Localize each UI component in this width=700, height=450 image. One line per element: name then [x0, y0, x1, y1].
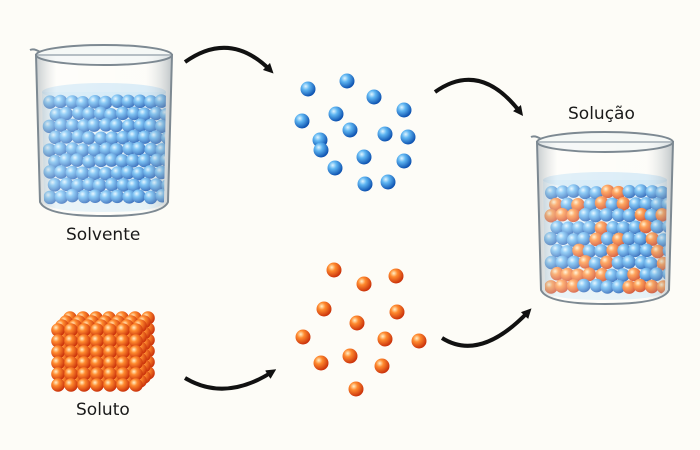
- solvent-particle: [356, 149, 372, 165]
- solute-particle: [374, 358, 390, 374]
- solute-crystal-particle: [103, 378, 117, 392]
- solute-crystal-particle: [64, 367, 78, 381]
- solute-crystal-particle: [129, 367, 143, 381]
- dispersed-solvent-particles: [294, 73, 416, 192]
- solute-crystal-particle: [51, 334, 65, 348]
- solute-crystal-particle: [77, 323, 91, 337]
- beaker-glass: [530, 131, 675, 306]
- solute-crystal-particle: [116, 345, 130, 359]
- solute-crystal-particle: [116, 378, 130, 392]
- solute-crystal-particle: [103, 334, 117, 348]
- arrow-solute-to-particles: [183, 369, 277, 391]
- solute-crystal-particle: [129, 345, 143, 359]
- solute-crystal-particle: [77, 334, 91, 348]
- solute-crystal-particle: [90, 345, 104, 359]
- solvent-particle: [342, 122, 358, 138]
- solute-crystal-particle: [90, 323, 104, 337]
- solvent-particle: [396, 153, 412, 169]
- solute-particle: [295, 329, 311, 345]
- solute-crystal: [51, 311, 155, 392]
- solvent-particle: [396, 102, 412, 118]
- solute-crystal-particle: [64, 378, 78, 392]
- solute-particle: [411, 333, 427, 349]
- solute-crystal-particle: [90, 334, 104, 348]
- solute-crystal-particle: [116, 323, 130, 337]
- solute-crystal-particle: [51, 356, 65, 370]
- solute-crystal-particle: [77, 356, 91, 370]
- solute-crystal-particle: [51, 323, 65, 337]
- solute-particle: [356, 276, 372, 292]
- solvent-particle: [377, 126, 393, 142]
- solute-crystal-particle: [103, 356, 117, 370]
- solute-particle: [388, 268, 404, 284]
- solvent-particle: [366, 89, 382, 105]
- solute-particle: [316, 301, 332, 317]
- solute-crystal-particle: [129, 323, 143, 337]
- solute-crystal-particle: [51, 378, 65, 392]
- solute-crystal-particle: [129, 378, 143, 392]
- arrow-solvent-particles-to-solution: [433, 77, 524, 116]
- solvent-particle: [357, 176, 373, 192]
- solute-crystal-particle: [64, 323, 78, 337]
- solvent-particle: [328, 106, 344, 122]
- solvent-particle: [327, 160, 343, 176]
- solute-crystal-particle: [103, 323, 117, 337]
- solute-crystal-particle: [77, 378, 91, 392]
- solute-crystal-particle: [129, 334, 143, 348]
- solute-particle: [313, 355, 329, 371]
- solvent-particle: [380, 174, 396, 190]
- solvent-particle: [313, 142, 329, 158]
- solute-crystal-particle: [116, 367, 130, 381]
- solute-crystal-particle: [90, 356, 104, 370]
- solution-beaker: [530, 131, 675, 306]
- solute-crystal-particle: [129, 356, 143, 370]
- solute-crystal-particle: [64, 334, 78, 348]
- solute-label: Soluto: [76, 400, 130, 420]
- solute-crystal-particle: [116, 356, 130, 370]
- solute-crystal-particle: [64, 356, 78, 370]
- solute-particle: [326, 262, 342, 278]
- solution-label: Solução: [568, 104, 635, 124]
- solute-particle: [389, 304, 405, 320]
- arrow-solvent-to-particles: [183, 45, 274, 74]
- solute-particle: [348, 381, 364, 397]
- beaker-glass: [29, 44, 174, 218]
- solute-crystal-particle: [103, 367, 117, 381]
- solvent-particle: [400, 129, 416, 145]
- solute-crystal-particle: [51, 345, 65, 359]
- solvent-particle: [300, 81, 316, 97]
- solute-crystal-particle: [116, 334, 130, 348]
- solute-particle: [349, 315, 365, 331]
- solute-crystal-particle: [77, 367, 91, 381]
- solute-particle: [342, 348, 358, 364]
- solvent-particle: [339, 73, 355, 89]
- dispersed-solute-particles: [295, 262, 427, 397]
- solvent-particle: [294, 113, 310, 129]
- solute-crystal-particle: [77, 345, 91, 359]
- solute-crystal-particle: [90, 378, 104, 392]
- solute-crystal-particle: [103, 345, 117, 359]
- solvent-beaker: [29, 44, 174, 218]
- arrow-solute-particles-to-solution: [440, 308, 532, 348]
- solute-crystal-particle: [90, 367, 104, 381]
- solute-crystal-particle: [64, 345, 78, 359]
- solute-crystal-particle: [51, 367, 65, 381]
- solvent-label: Solvente: [66, 225, 141, 245]
- solute-particle: [377, 331, 393, 347]
- arrows: [183, 45, 532, 391]
